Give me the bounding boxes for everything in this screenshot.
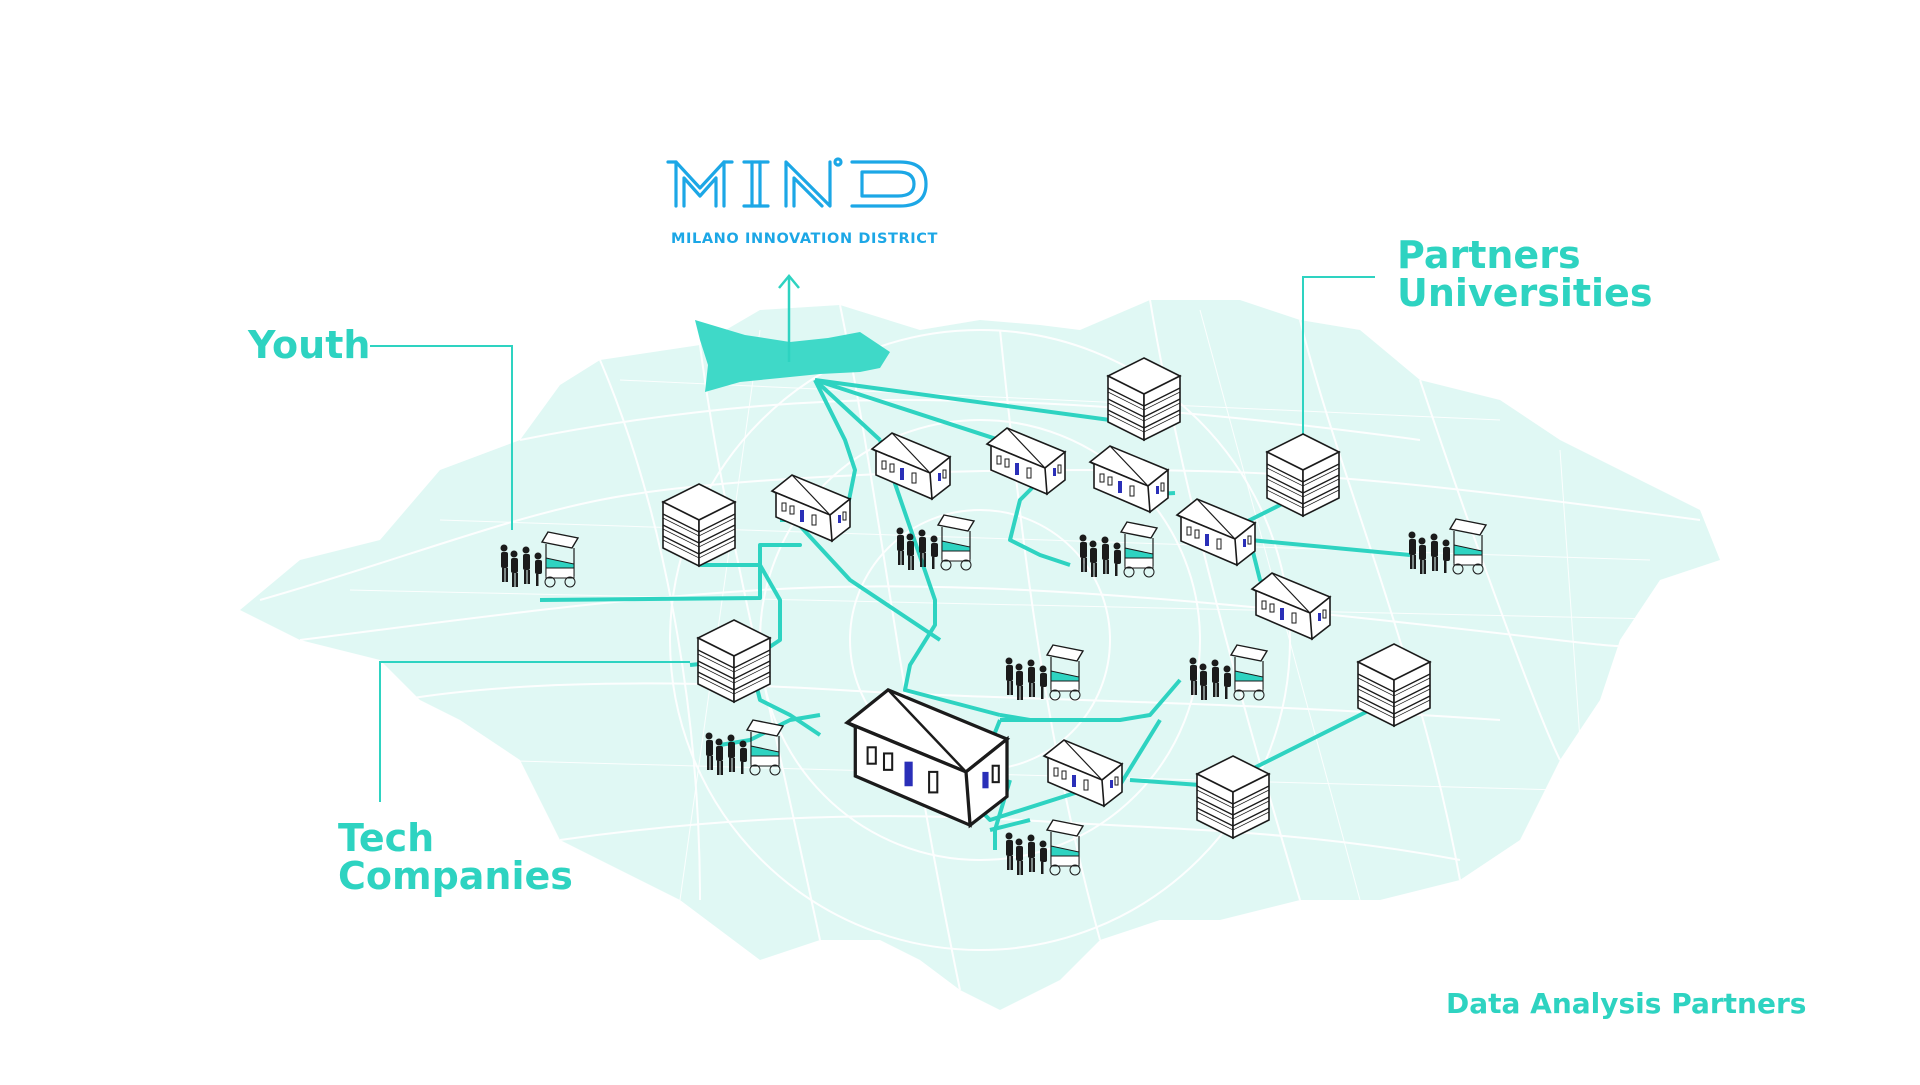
logo-letter-d	[850, 160, 928, 208]
label-youth-text: Youth	[248, 323, 371, 367]
label-youth: Youth	[248, 326, 370, 364]
logo-letter-i	[742, 160, 770, 208]
label-partners-line1: Partners	[1397, 233, 1581, 277]
arrow-up-icon	[778, 274, 800, 362]
mind-logo	[666, 157, 928, 208]
label-partners-line2: Universities	[1397, 271, 1653, 315]
logo-letter-m	[666, 160, 734, 208]
stacked-office-building-icon	[697, 619, 771, 703]
logo-letter-n	[784, 157, 843, 208]
stacked-office-building-icon	[1107, 357, 1181, 441]
logo-subtitle: MILANO INNOVATION DISTRICT	[671, 231, 938, 247]
stacked-office-building-icon	[1196, 755, 1270, 839]
stacked-office-building-icon	[1266, 433, 1340, 517]
label-tech-line2: Companies	[338, 854, 573, 898]
mind-district-area	[695, 320, 890, 392]
stacked-office-building-icon	[662, 483, 736, 567]
city-map	[240, 299, 1720, 1010]
callout-lines	[370, 276, 1375, 802]
label-data-analysis-partners: Data Analysis Partners	[1446, 990, 1806, 1018]
stacked-office-building-icon	[1357, 643, 1431, 727]
label-tech-line1: Tech	[338, 816, 435, 860]
label-data-analysis-text: Data Analysis Partners	[1446, 987, 1807, 1020]
label-tech-companies: Tech Companies	[338, 819, 573, 895]
label-partners-universities: Partners Universities	[1397, 236, 1652, 312]
